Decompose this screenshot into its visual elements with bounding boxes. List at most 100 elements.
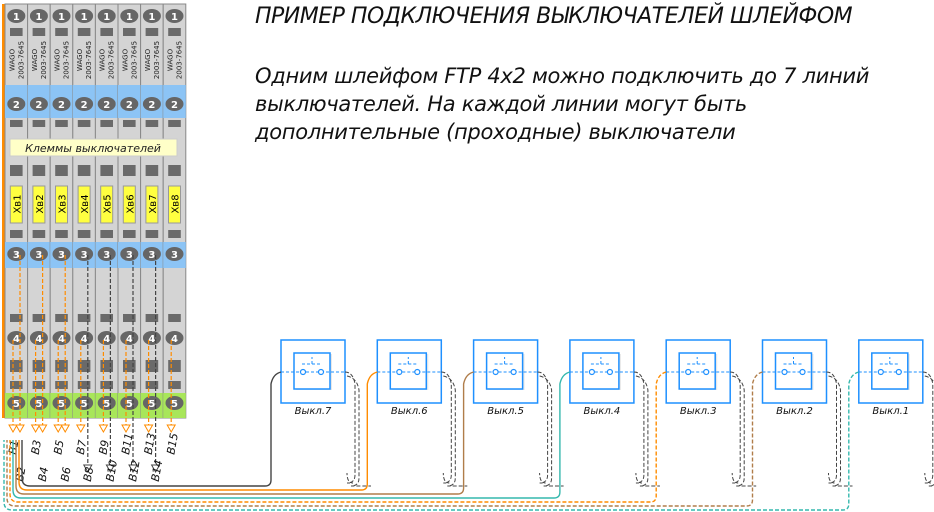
return-wire	[635, 375, 660, 487]
return-wire	[539, 375, 564, 487]
contact-circle	[97, 97, 116, 111]
feed-wire	[18, 371, 378, 491]
wire-label: В8	[81, 466, 96, 483]
contact-slot	[168, 314, 181, 322]
model-label: 2003-7645	[176, 41, 184, 79]
switch-contact	[492, 368, 499, 376]
contact-slot	[123, 165, 136, 176]
return-wire	[443, 375, 468, 487]
switch-contact	[877, 368, 884, 376]
contact-number: 5	[103, 399, 110, 410]
description-line: выключателей. На каждой линии могут быть	[255, 92, 747, 116]
contact-slot	[145, 360, 159, 372]
switch-contact	[317, 368, 325, 376]
contact-number: 4	[81, 334, 88, 345]
maker-label: WAGO	[144, 48, 152, 71]
arrow-icon	[82, 464, 93, 474]
wire-label: В14	[149, 459, 166, 482]
terminal-tag-label: Хв1	[12, 194, 23, 213]
contact-circle	[120, 9, 139, 23]
contact-slot	[32, 165, 46, 176]
terminal-tag	[145, 185, 159, 224]
contact-slot	[168, 360, 181, 372]
contact-number: 5	[13, 399, 20, 410]
contact-number: 5	[81, 399, 88, 410]
contact-circle	[97, 331, 116, 345]
maker-label: WAGO	[54, 48, 62, 71]
contact-circle	[52, 97, 71, 111]
switch-label: Выкл.7	[295, 406, 332, 417]
contact-slot	[77, 381, 91, 389]
switch-label: Выкл.5	[487, 406, 524, 417]
contact-number: 5	[148, 399, 155, 410]
contact-slot	[32, 230, 46, 238]
description-line: Одним шлейфом FTP 4x2 можно подключить д…	[255, 64, 870, 88]
maker-label: WAGO	[99, 48, 107, 71]
contact-number: 5	[126, 399, 133, 410]
switch-6: Выкл.6	[18, 339, 468, 491]
contact-circle	[29, 396, 48, 410]
contact-number: 5	[35, 399, 42, 410]
contact-slot	[145, 165, 159, 176]
contact-circle	[97, 396, 116, 410]
contact-circle	[52, 9, 71, 23]
contact-number: 3	[103, 250, 110, 261]
contact-circle	[7, 331, 26, 345]
contact-slot	[77, 314, 91, 322]
contact-number: 5	[58, 399, 65, 410]
terminal-tag	[9, 185, 23, 224]
contact-slot	[10, 230, 23, 238]
block-label: Клеммы выключателей	[25, 142, 161, 155]
switch-contact	[396, 368, 403, 376]
contact-slot	[77, 120, 91, 127]
contact-slot	[10, 314, 23, 322]
contact-circle	[165, 247, 184, 261]
return-wire	[344, 371, 356, 484]
contact-slot	[100, 28, 113, 36]
contact-circle	[75, 396, 94, 410]
contact-circle	[165, 9, 184, 23]
arrow-icon	[37, 424, 48, 434]
contact-number: 4	[148, 334, 155, 345]
contact-circle	[29, 331, 48, 345]
return-wire	[828, 375, 853, 487]
contact-slot	[77, 230, 91, 238]
feed-wire	[12, 371, 571, 499]
terminal-tag-label: Хв2	[35, 194, 46, 213]
contact-slot	[32, 360, 46, 372]
contact-circle	[120, 97, 139, 111]
switch-contact	[799, 368, 806, 376]
wire-label: В5	[51, 439, 66, 456]
contact-slot	[55, 381, 68, 389]
contact-number: 4	[126, 334, 133, 345]
description: Одним шлейфом FTP 4x2 можно подключить д…	[255, 62, 930, 146]
switch-lever	[783, 357, 803, 365]
contact-number: 3	[126, 250, 133, 261]
switch-lever	[494, 357, 514, 365]
contact-circle	[75, 97, 94, 111]
contact-circle	[75, 331, 94, 345]
wire-label: В13	[142, 432, 159, 455]
arrow-icon	[15, 424, 25, 434]
maker-label: WAGO	[167, 48, 175, 71]
contact-slot	[10, 165, 23, 176]
wire-label: В6	[58, 466, 73, 483]
contact-number: 1	[81, 12, 88, 23]
contact-circle	[97, 9, 116, 23]
contact-circle	[52, 396, 71, 410]
wire-label: В3	[29, 439, 44, 456]
switch-3: Выкл.3	[9, 339, 757, 503]
contact-number: 1	[35, 12, 42, 23]
feed-wire	[9, 371, 667, 503]
model-label: 2003-7645	[108, 41, 116, 79]
contact-circle	[142, 247, 161, 261]
contact-slot	[10, 381, 23, 389]
switch-label: Выкл.1	[872, 406, 909, 417]
maker-label: WAGO	[76, 48, 84, 71]
switch-contact	[895, 368, 902, 376]
return-wire	[924, 375, 934, 487]
